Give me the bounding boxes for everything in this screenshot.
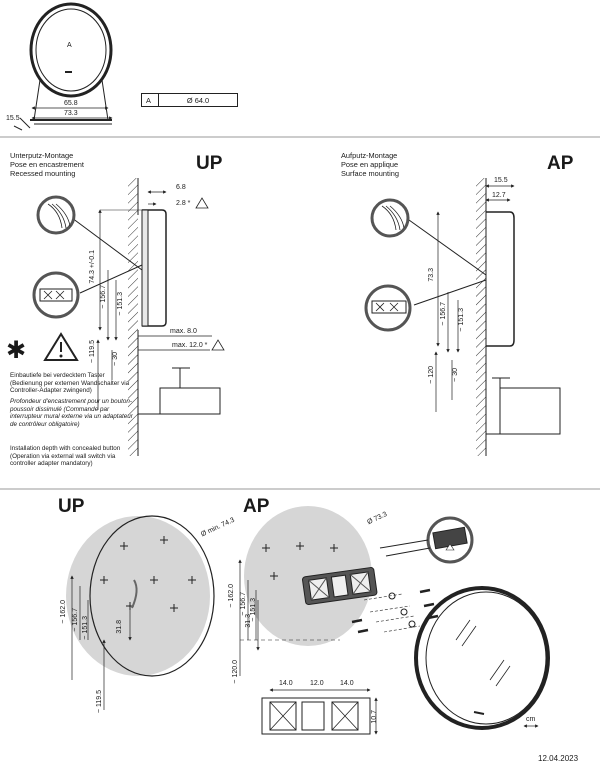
- up-dim-31-8: 31.8: [116, 620, 123, 634]
- up-dim-119-5: ~ 119.5: [96, 690, 103, 714]
- ap-dim-120: ~ 120: [428, 366, 435, 384]
- unit-label: cm: [526, 716, 536, 723]
- dim-depth: 15.5: [6, 115, 20, 122]
- bottom-up-view: [66, 515, 215, 710]
- plate-dim-14b: 14.0: [340, 680, 354, 687]
- up-side-view: [32, 178, 225, 456]
- ap-dim-120: ~ 120.0: [232, 660, 239, 684]
- note-fr: Profondeur d'encastrement pour un bouton…: [10, 398, 133, 428]
- dim-6-8: 6.8: [176, 184, 186, 191]
- dim-max-12: max. 12.0 *: [172, 342, 208, 349]
- dim-width-outer: 73.3: [64, 110, 78, 117]
- mirror-label-a: A: [67, 42, 72, 49]
- star-icon: ✱: [6, 337, 27, 364]
- dim-151-3: ~ 151.3: [117, 292, 124, 316]
- dim-width-inner: 65.8: [64, 100, 78, 107]
- dim-156-7: ~ 156.7: [100, 285, 107, 309]
- up-title-de: Unterputz-Montage: [10, 151, 74, 160]
- ap-dim-156-7: ~ 156.7: [440, 302, 447, 326]
- ap-dim-162: ~ 162.0: [228, 584, 235, 608]
- dim-2-8: 2.8 *: [176, 200, 191, 207]
- ap-title-de: Aufputz-Montage: [341, 151, 398, 160]
- dimension-table: A Ø 64.0: [141, 93, 238, 107]
- ap-side-view: [364, 178, 561, 456]
- table-key: A: [141, 93, 159, 107]
- ap-dim-151-3: ~ 151.3: [458, 308, 465, 332]
- ap-title-fr: Pose en applique: [341, 160, 399, 169]
- up-dim-151: ~ 151.3: [82, 616, 89, 640]
- mirror-front-view: [414, 586, 550, 730]
- bottom-ap-view: [238, 506, 474, 735]
- dim-max-8: max. 8.0: [170, 328, 197, 335]
- up-title-fr: Pose en encastrement: [10, 160, 84, 169]
- plate-dim-12: 12.0: [310, 680, 324, 687]
- ap-dim-156: ~ 156.7: [240, 592, 247, 616]
- ap-title-en: Surface mounting: [341, 169, 399, 178]
- note-de: Einbautiefe bei verdecktem Taster (Bedie…: [10, 372, 130, 395]
- up-dim-162: ~ 162.0: [60, 600, 67, 624]
- ap-dim-31-3: 31.3: [245, 614, 252, 628]
- note-en: Installation depth with concealed button…: [10, 445, 121, 468]
- plate-dim-14a: 14.0: [279, 680, 293, 687]
- dim-119-5: ~ 119.5: [89, 340, 96, 364]
- ap-heading: AP: [547, 153, 574, 174]
- up-dim-156: ~ 156.7: [72, 608, 79, 632]
- dim-12-7: 12.7: [492, 192, 506, 199]
- dim-15-5: 15.5: [494, 177, 508, 184]
- up-heading: UP: [196, 153, 223, 174]
- dim-30: ~ 30: [112, 352, 119, 366]
- bottom-ap-heading: AP: [243, 496, 270, 517]
- date-label: 12.04.2023: [538, 754, 579, 763]
- bottom-up-heading: UP: [58, 496, 85, 517]
- plate-dim-10-7: 10.7: [371, 710, 378, 724]
- up-title-en: Recessed mounting: [10, 169, 76, 178]
- ap-dim-73-3: 73.3: [428, 268, 435, 282]
- dim-74-3: 74.3 +/-0.1: [89, 250, 96, 284]
- mirror-stand-drawing: [13, 2, 113, 131]
- ap-dim-30: ~ 30: [452, 368, 459, 382]
- table-value: Ø 64.0: [158, 93, 238, 107]
